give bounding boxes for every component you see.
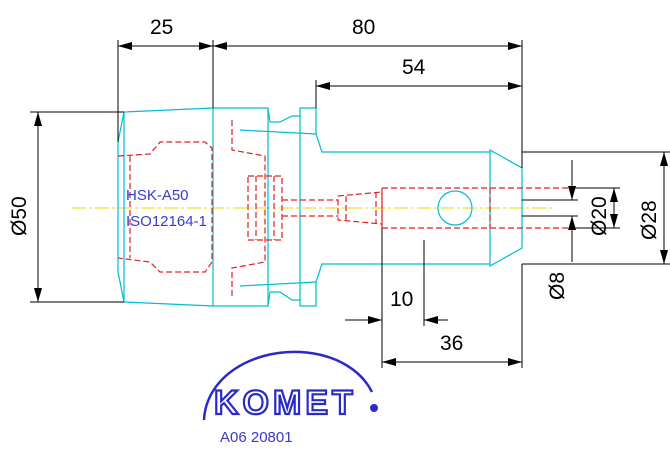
dim-36-label: 36: [440, 332, 463, 355]
tool-outline: [117, 107, 523, 307]
logo-arc: [202, 350, 374, 421]
komet-logo: KOMET: [202, 350, 378, 423]
dim-d28-label: Ø28: [638, 200, 661, 240]
logo-brand-text: KOMET: [214, 384, 357, 422]
dim-d20-label: Ø20: [588, 196, 611, 236]
dim-d50-label: Ø50: [8, 196, 31, 236]
interface-label: HSK-A50: [126, 187, 189, 204]
dim-10-label: 10: [390, 288, 413, 311]
dim-25-label: 25: [150, 16, 173, 39]
hidden-lines: [117, 120, 575, 296]
dim-54-label: 54: [402, 56, 426, 79]
logo-registered-mark: [370, 404, 378, 412]
catalog-number: A06 20801: [220, 429, 293, 446]
standard-label: ISO12164-1: [126, 213, 207, 230]
dim-80-label: 80: [352, 16, 375, 39]
dimension-lines: [30, 40, 670, 368]
dim-d8-label: Ø8: [546, 272, 569, 300]
